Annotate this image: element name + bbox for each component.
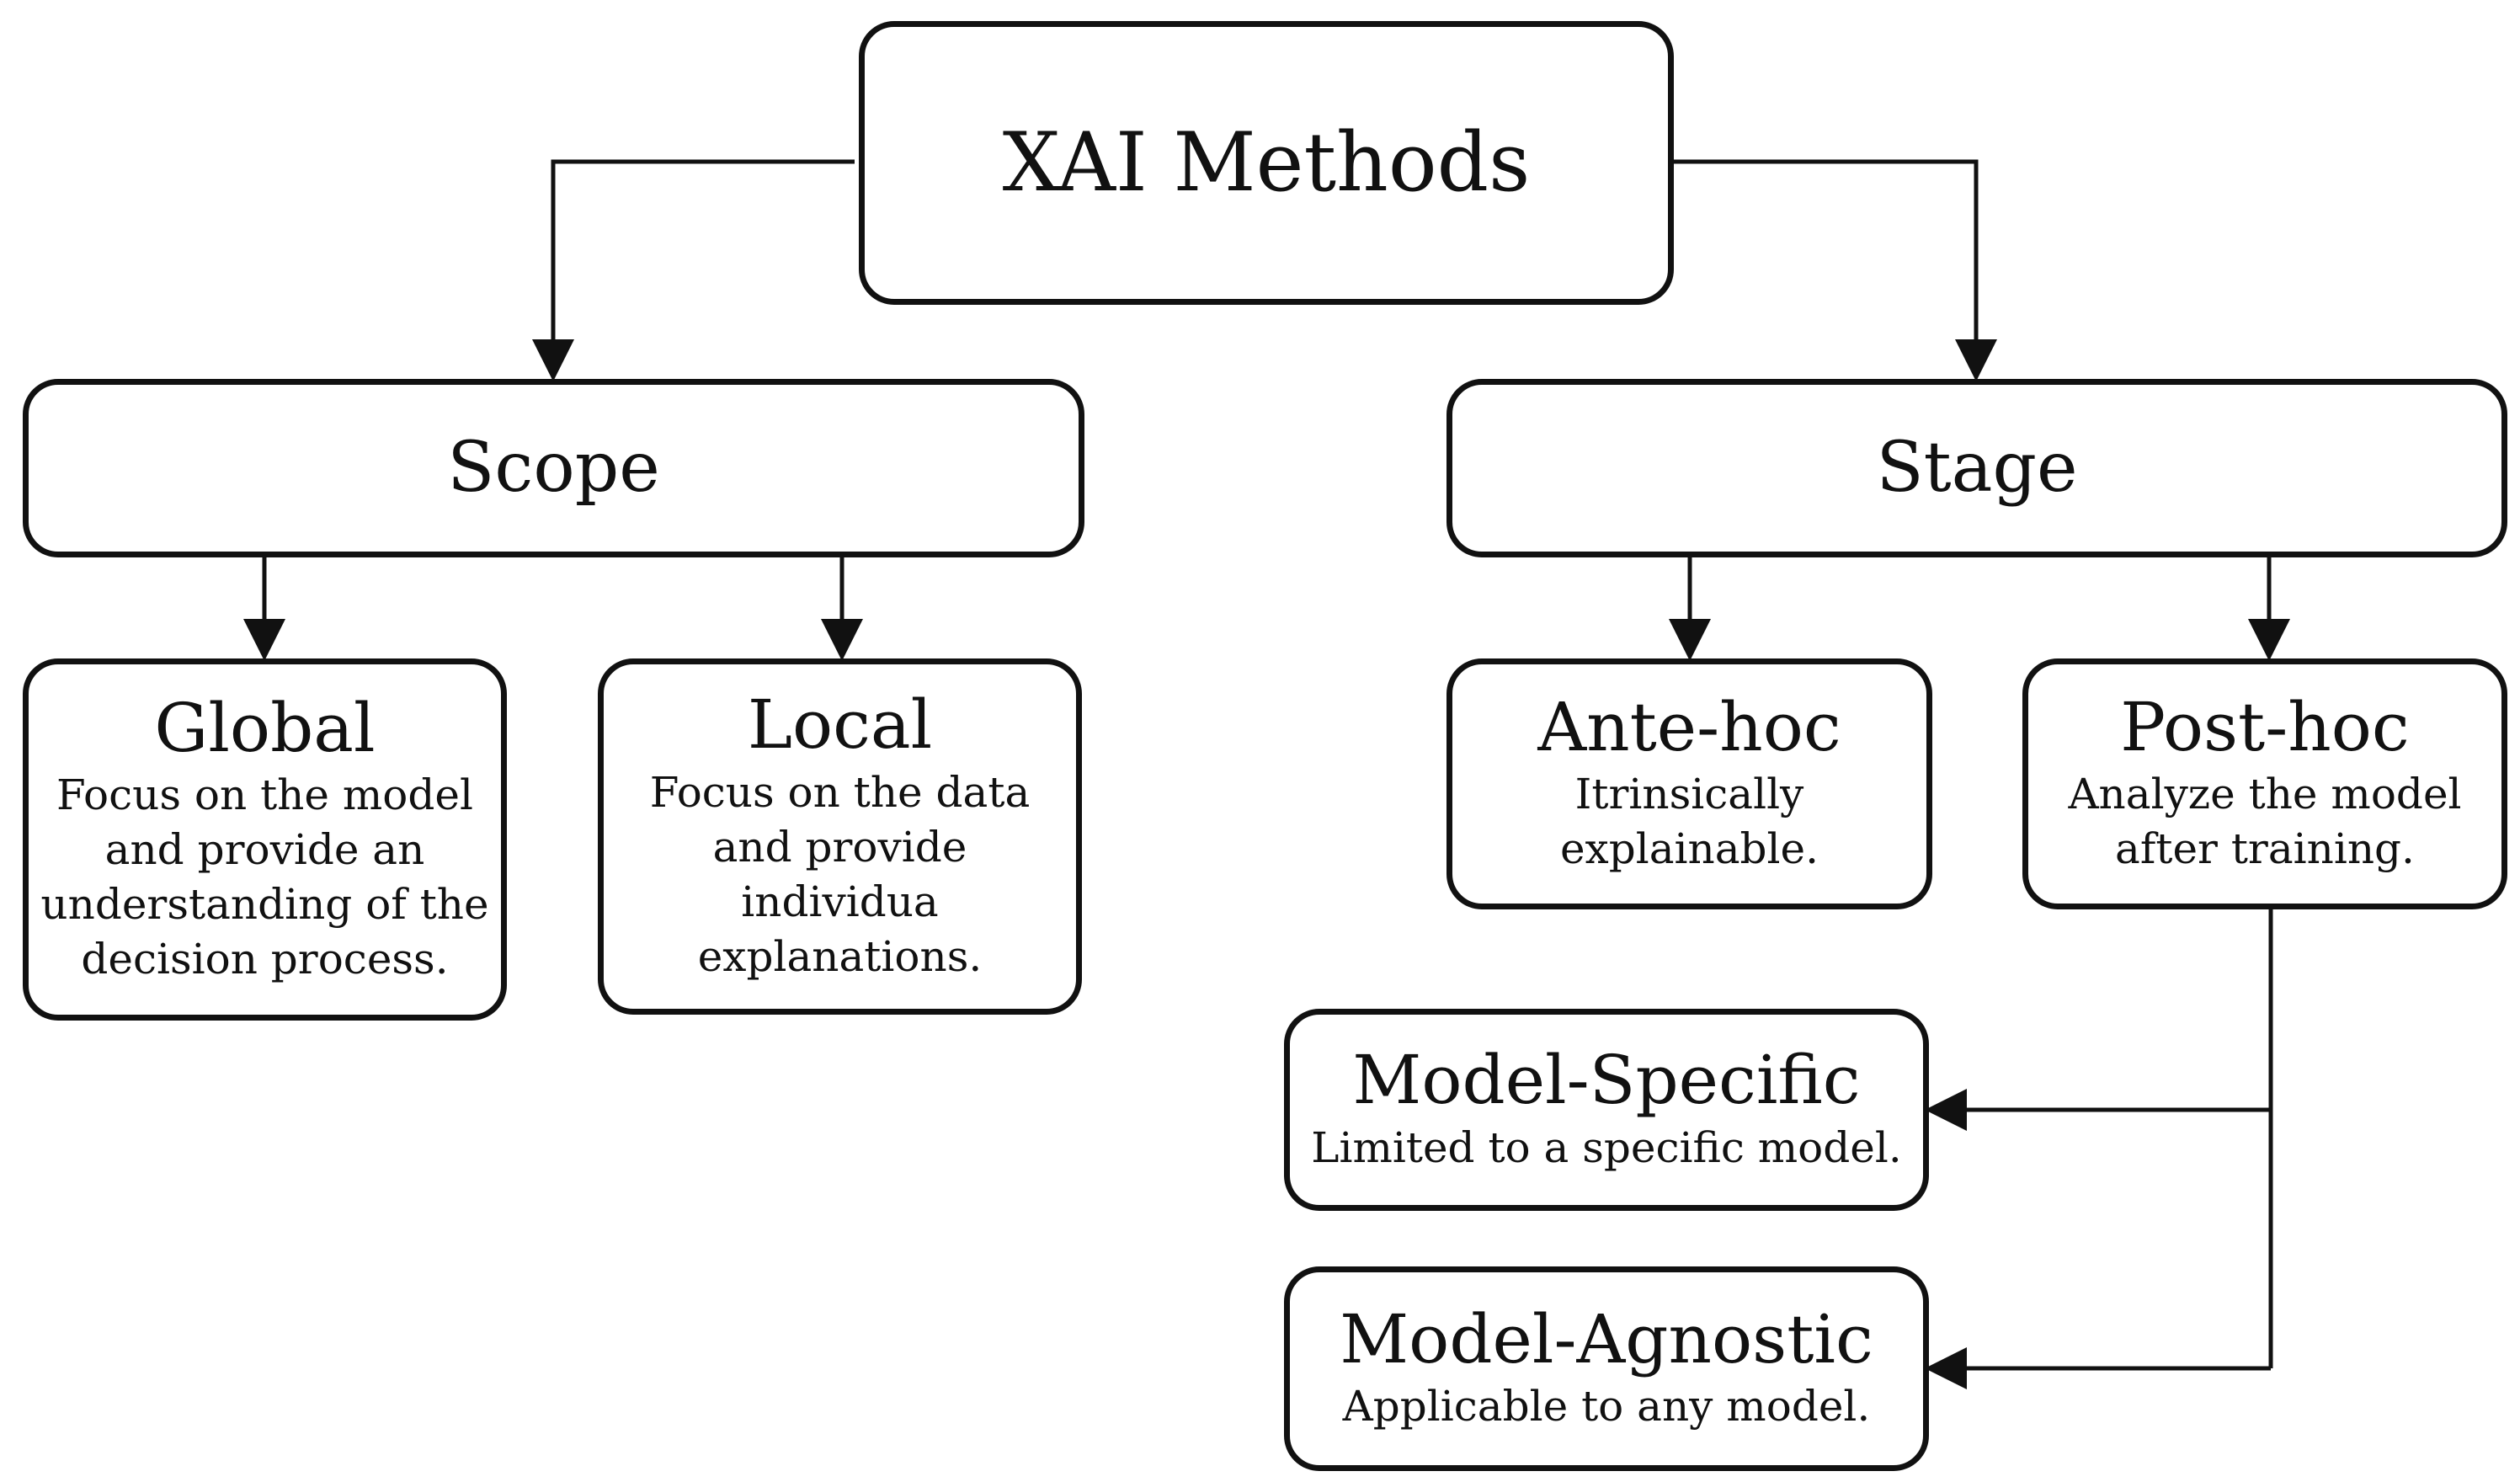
node-description: Analyze the model after training. xyxy=(2068,770,2462,874)
node-description: Limited to a specific model. xyxy=(1311,1122,1902,1172)
node-title: Ante-hoc xyxy=(1537,687,1841,766)
node-title: Model-Specific xyxy=(1352,1041,1861,1120)
node-description: Itrinsically explainable. xyxy=(1559,770,1819,874)
node-post-hoc: Post-hoc Analyze the model after trainin… xyxy=(2022,658,2507,909)
edge-root-to-scope xyxy=(532,159,855,381)
node-title: Post-hoc xyxy=(2120,687,2410,766)
node-title: XAI Methods xyxy=(1002,115,1531,210)
node-description: Applicable to any model. xyxy=(1342,1382,1871,1431)
node-stage: Stage xyxy=(1446,379,2507,557)
node-title: Global xyxy=(154,688,376,767)
node-local: Local Focus on the data and provide indi… xyxy=(598,658,1082,1015)
node-description: Focus on the model and provide an unders… xyxy=(40,770,489,984)
node-title: Local xyxy=(747,685,933,765)
node-title: Model-Agnostic xyxy=(1340,1299,1873,1378)
node-title: Stage xyxy=(1876,427,2078,508)
node-global: Global Focus on the model and provide an… xyxy=(23,658,507,1021)
node-model-specific: Model-Specific Limited to a specific mod… xyxy=(1284,1009,1929,1211)
node-description: Focus on the data and provide individua … xyxy=(649,767,1031,981)
node-xai-methods: XAI Methods xyxy=(859,21,1674,305)
node-model-agnostic: Model-Agnostic Applicable to any model. xyxy=(1284,1266,1929,1471)
node-title: Scope xyxy=(447,427,660,508)
node-ante-hoc: Ante-hoc Itrinsically explainable. xyxy=(1446,658,1932,909)
node-scope: Scope xyxy=(23,379,1084,557)
edge-root-to-stage xyxy=(1673,159,1997,381)
